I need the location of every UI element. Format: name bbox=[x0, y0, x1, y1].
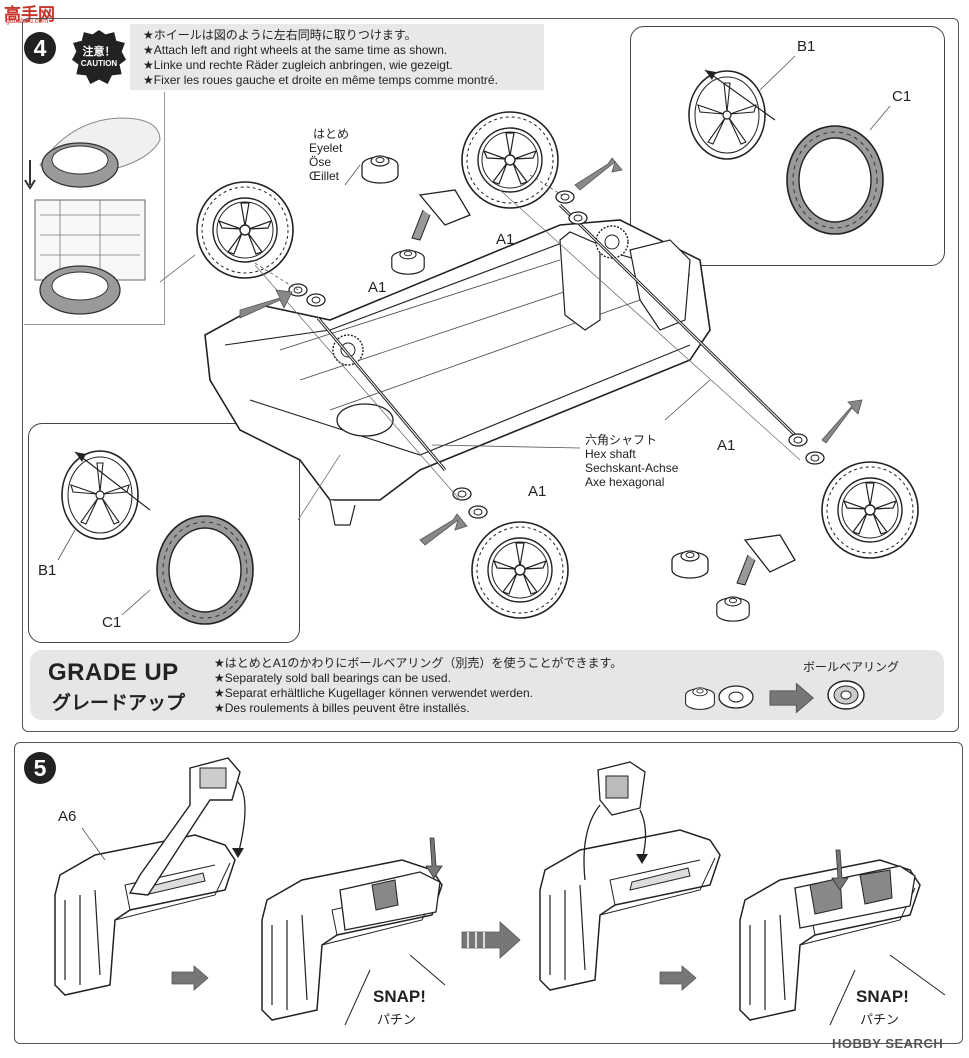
watermark-bottom: HOBBY SEARCH bbox=[832, 1036, 944, 1051]
eyelet-part-top bbox=[361, 155, 399, 184]
tire-c1-left bbox=[156, 515, 254, 625]
wheel-front-right bbox=[821, 461, 919, 559]
ball-bearing-label: ボールベアリング bbox=[803, 660, 900, 674]
grade-up-line-de: ★Separat erhältliche Kugellager können v… bbox=[214, 686, 533, 700]
step4-instruction-en: ★Attach left and right wheels at the sam… bbox=[143, 43, 448, 57]
part-a6-label: A6 bbox=[58, 808, 77, 825]
part-a1-label-left: A1 bbox=[368, 279, 387, 296]
tire-c1-top bbox=[786, 125, 884, 235]
grade-up-title: GRADE UP bbox=[48, 659, 179, 686]
step4-instruction-box bbox=[130, 24, 544, 90]
part-a1-label-right: A1 bbox=[717, 437, 736, 454]
snap-jp-label-1: パチン bbox=[377, 1012, 417, 1027]
push-arrow-1 bbox=[239, 289, 293, 319]
ball-bearing-icon bbox=[827, 680, 865, 710]
eyelet-label-fr: Œillet bbox=[309, 169, 340, 183]
step4-instruction-fr: ★Fixer les roues gauche et droite en mêm… bbox=[143, 73, 498, 87]
part-b1-label-top: B1 bbox=[797, 38, 816, 55]
grade-up-a1-icon bbox=[718, 685, 754, 709]
step4-instruction-jp: ★ホイールは図のように左右同時に取りつけます。 bbox=[143, 28, 417, 42]
inset-wheel-assembly-left bbox=[28, 423, 300, 643]
grade-up-line-en: ★Separately sold ball bearings can be us… bbox=[214, 671, 451, 685]
eyelet-tool-top bbox=[391, 189, 471, 275]
step5-stage-1 bbox=[54, 757, 246, 996]
part-c1-label-left: C1 bbox=[102, 614, 122, 631]
grade-up-subtitle: グレードアップ bbox=[52, 693, 186, 714]
part-a1-label-bottom: A1 bbox=[528, 483, 547, 500]
step5-arrow-2 bbox=[659, 965, 697, 991]
inset-wheel-assembly-top bbox=[630, 26, 945, 266]
snap-jp-label-2: パチン bbox=[860, 1012, 900, 1027]
push-arrow-4 bbox=[821, 399, 863, 444]
step5-panel bbox=[14, 742, 963, 1044]
step4-instruction-de: ★Linke und rechte Räder zugleich anbring… bbox=[143, 58, 453, 72]
step5-number: 5 bbox=[24, 752, 56, 784]
eyelet-label-jp: はとめ bbox=[313, 127, 350, 141]
grade-up-arrow bbox=[769, 683, 814, 713]
push-arrow-3 bbox=[419, 513, 468, 546]
caution-en: CAUTION bbox=[80, 59, 118, 68]
part-a1-label-top: A1 bbox=[496, 231, 515, 248]
inset-hand-photo bbox=[24, 92, 165, 325]
hex-shaft-label-fr: Axe hexagonal bbox=[585, 475, 665, 489]
step5-stage-3 bbox=[539, 761, 721, 991]
hex-shaft-label-en: Hex shaft bbox=[585, 447, 636, 461]
eyelet-part-bottom bbox=[671, 550, 709, 579]
wheel-rear-left bbox=[196, 181, 294, 279]
step4-panel bbox=[22, 18, 959, 732]
snap-label-1: SNAP! bbox=[373, 987, 426, 1006]
caution-jp: 注意！ bbox=[82, 46, 116, 58]
wheel-rear-right bbox=[461, 111, 559, 209]
rim-b1-left bbox=[61, 450, 139, 540]
rim-b1-top bbox=[688, 70, 766, 160]
hand-photo-drawing bbox=[24, 117, 161, 315]
eyelet-label-de: Öse bbox=[309, 155, 332, 169]
grade-up-line-fr: ★Des roulements à billes peuvent être in… bbox=[214, 701, 470, 715]
wheel-front-left bbox=[471, 521, 569, 619]
step5-stage-2 bbox=[261, 837, 446, 1026]
push-arrow-2 bbox=[574, 157, 623, 191]
watermark-brand: 高手网 bbox=[4, 5, 55, 24]
step5-arrow-1 bbox=[171, 965, 209, 991]
grade-up-line-jp: ★はとめとA1のかわりにボールベアリング（別売）を使うことができます。 bbox=[214, 656, 623, 670]
part-b1-label-left: B1 bbox=[38, 562, 57, 579]
part-c1-label-top: C1 bbox=[892, 88, 912, 105]
grade-up-box bbox=[30, 650, 944, 720]
eyelet-tool-bottom bbox=[716, 534, 796, 622]
hex-shaft-label-jp: 六角シャフト bbox=[585, 433, 658, 447]
step4-number: 4 bbox=[24, 32, 56, 64]
eyelet-label-en: Eyelet bbox=[309, 141, 343, 155]
snap-label-2: SNAP! bbox=[856, 987, 909, 1006]
chassis-drawing bbox=[204, 203, 802, 526]
hex-shaft-label-de: Sechskant-Achse bbox=[585, 461, 679, 475]
step5-stage-4 bbox=[739, 849, 946, 1026]
step5-transition-arrow bbox=[461, 921, 521, 959]
grade-up-eyelet-icon bbox=[685, 687, 715, 710]
